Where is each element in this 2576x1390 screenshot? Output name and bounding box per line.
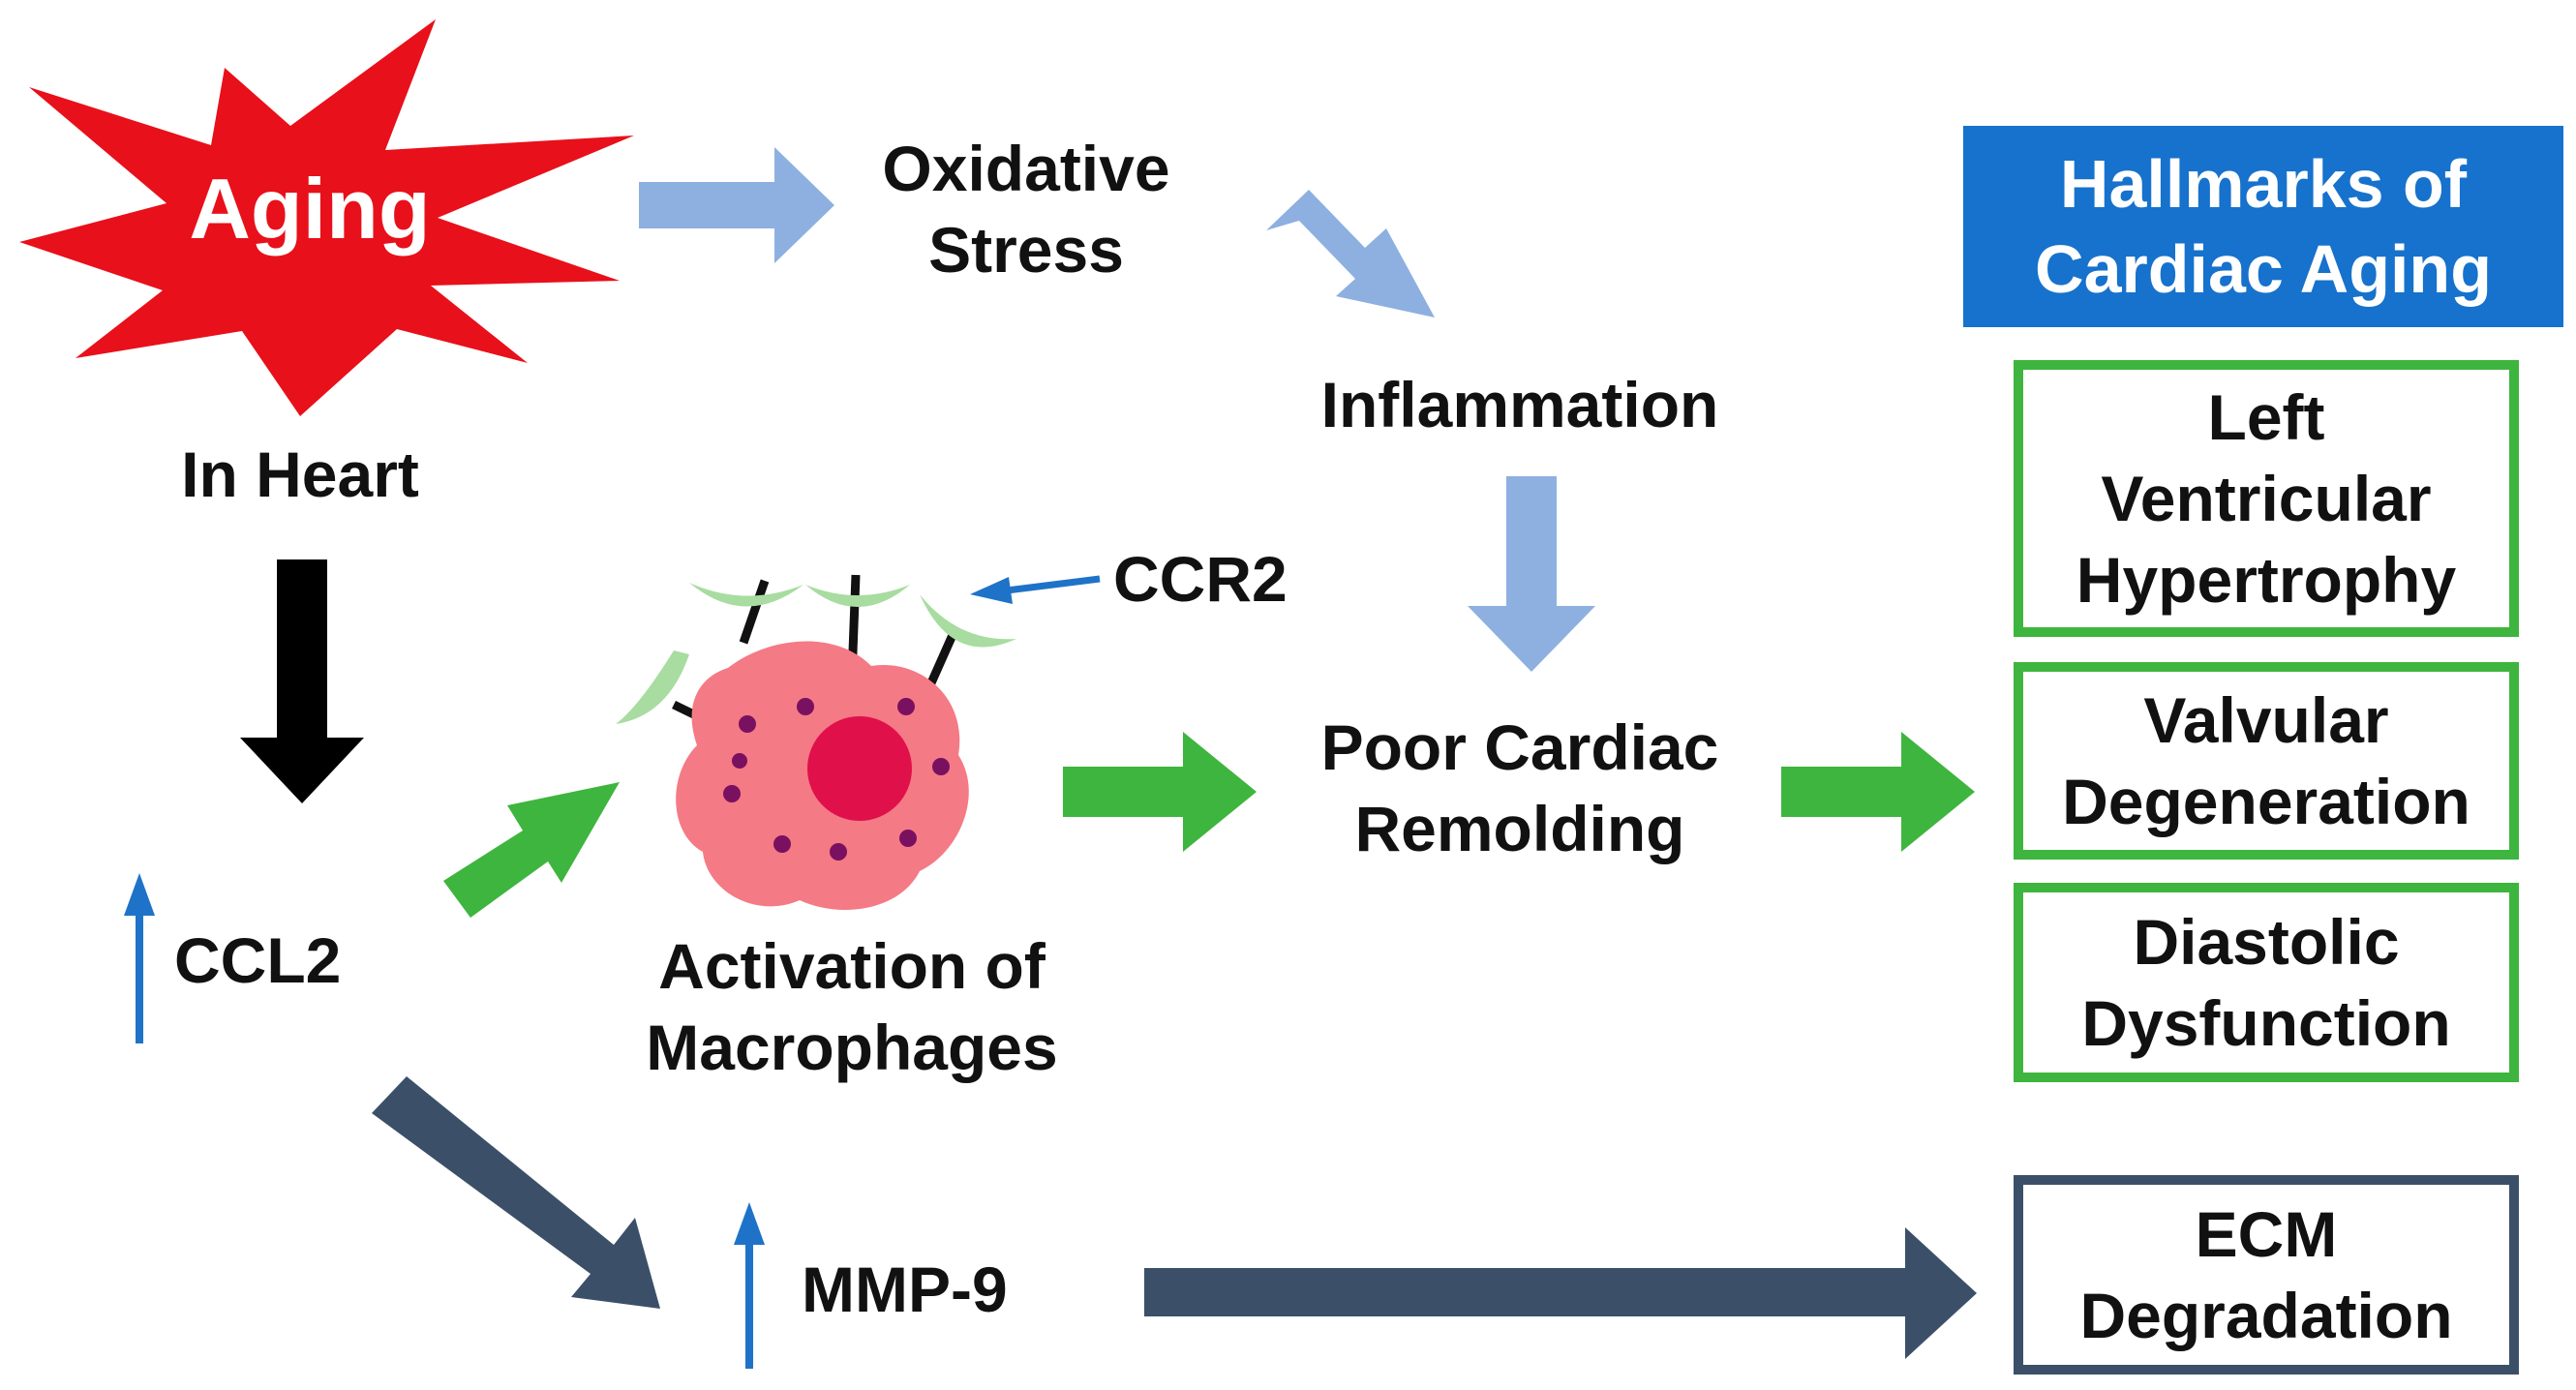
hallmark-left-ventricular-hypertrophy: Left Ventricular Hypertrophy: [2014, 360, 2519, 637]
ecm-degradation-box: ECM Degradation: [2014, 1175, 2519, 1375]
arrow-ccl2-to-mmp9: [372, 1076, 660, 1309]
receptor: [920, 594, 1016, 648]
oxidative-stress-label: Oxidative Stress: [882, 133, 1170, 286]
arrow-inflammation-to-remodeling: [1468, 476, 1595, 672]
receptor: [805, 585, 910, 607]
arrow-aging-to-oxidative: [639, 147, 834, 263]
hallmark-valvular-degeneration: Valvular Degeneration: [2014, 662, 2519, 860]
activation-of-macrophages-label: Activation of Macrophages: [646, 930, 1058, 1083]
starburst-icon: [19, 19, 634, 416]
mmp9-label: MMP-9: [802, 1254, 1008, 1325]
poor-cardiac-remodeling-label: Poor Cardiac Remolding: [1320, 711, 1719, 864]
up-arrow-icon: [124, 873, 155, 1043]
arrow-heart-to-ccl2: [240, 559, 364, 803]
ccl2-label: CCL2: [174, 924, 342, 996]
hallmark-diastolic-dysfunction: Diastolic Dysfunction: [2014, 883, 2519, 1082]
arrow-macrophage-to-remodeling: [1063, 732, 1257, 852]
macrophage-icon: [616, 574, 1016, 910]
up-arrow-icon: [734, 1202, 765, 1369]
inflammation-label: Inflammation: [1320, 369, 1719, 440]
receptor: [689, 583, 803, 607]
arrow-mmp9-to-ecm: [1144, 1227, 1977, 1359]
arrow-ccl2-to-macrophage: [443, 782, 620, 918]
arrow-oxidative-to-inflammation: [1266, 190, 1435, 317]
ccr2-label: CCR2: [1113, 543, 1288, 615]
hallmarks-header: Hallmarks of Cardiac Aging: [1963, 126, 2563, 327]
in-heart-label: In Heart: [181, 438, 419, 510]
receptor: [616, 650, 689, 724]
arrow-remodeling-to-hallmarks: [1781, 732, 1975, 852]
cell-nucleus: [807, 716, 912, 821]
ccr2-pointer-arrow: [970, 575, 1101, 604]
aging-label: Aging: [189, 161, 431, 257]
